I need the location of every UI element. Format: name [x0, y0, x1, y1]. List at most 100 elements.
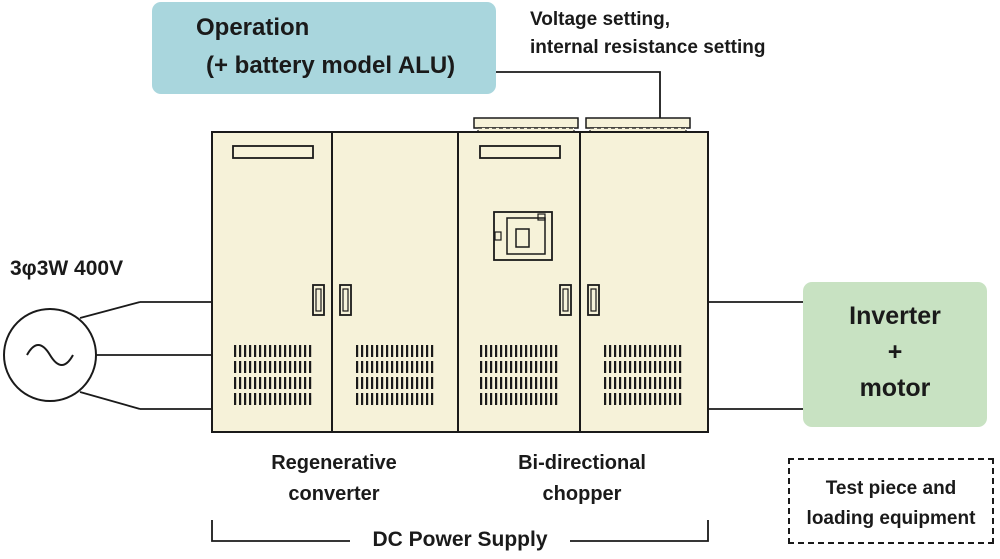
vent-slot	[309, 393, 312, 405]
vent-slot	[299, 345, 302, 357]
ac-wire-bot	[79, 391, 141, 410]
vent-slot	[371, 361, 374, 373]
vent-slot	[520, 345, 523, 357]
vent-slot	[396, 377, 399, 389]
vent-slot	[480, 361, 483, 373]
ac-wire-top	[79, 301, 141, 319]
vent-slot	[361, 345, 364, 357]
vent-slot	[361, 393, 364, 405]
vent-slot	[406, 377, 409, 389]
vent-slot	[545, 377, 548, 389]
vent-slot	[366, 393, 369, 405]
vent-slot	[624, 393, 627, 405]
cabinet-regenerative-converter	[211, 131, 459, 433]
vent-slot	[426, 393, 429, 405]
vent-slot	[664, 345, 667, 357]
vent-slot	[289, 377, 292, 389]
vent-slot	[540, 393, 543, 405]
vent-slot	[674, 345, 677, 357]
vent-slot	[555, 345, 558, 357]
vent-slot	[624, 345, 627, 357]
vent-slot	[371, 393, 374, 405]
vent-slot	[269, 377, 272, 389]
vent-slot	[274, 361, 277, 373]
vent-slot	[555, 361, 558, 373]
vent-slot	[609, 361, 612, 373]
vent-slot	[396, 361, 399, 373]
vent-slot	[649, 361, 652, 373]
vent-slot	[376, 393, 379, 405]
vent-slot	[649, 393, 652, 405]
vent-slot	[371, 377, 374, 389]
vent-slot	[490, 361, 493, 373]
vent-slot	[659, 393, 662, 405]
vent-slot	[376, 361, 379, 373]
vent-slot	[416, 361, 419, 373]
dc-power-supply-label: DC Power Supply	[350, 528, 570, 552]
vent-slot	[659, 345, 662, 357]
vent-slot	[644, 361, 647, 373]
vent-slot	[361, 377, 364, 389]
vent-slot	[644, 345, 647, 357]
vent-slot	[249, 377, 252, 389]
regen-converter-label: Regenerative converter	[234, 448, 434, 510]
test-piece-box	[788, 458, 994, 544]
top-panel-left	[473, 117, 579, 134]
vent-slot	[366, 361, 369, 373]
vent-slot	[239, 377, 242, 389]
vent-slot	[535, 361, 538, 373]
vent-slot	[654, 345, 657, 357]
vent-slot	[259, 345, 262, 357]
vent-slot	[406, 393, 409, 405]
vent-slot	[396, 393, 399, 405]
vent-slot	[299, 377, 302, 389]
vent-slot	[289, 393, 292, 405]
vent-slot	[431, 393, 434, 405]
vent-slot	[411, 345, 414, 357]
inverter-motor-label: Inverter + motor	[803, 298, 987, 406]
vent-slot	[391, 377, 394, 389]
vent-slot	[535, 377, 538, 389]
vent-slot	[259, 377, 262, 389]
vent-slot	[624, 361, 627, 373]
vent-slot	[361, 361, 364, 373]
vent-slot	[309, 345, 312, 357]
vent-slot	[401, 393, 404, 405]
vent-slot	[639, 345, 642, 357]
vent-slot	[244, 393, 247, 405]
vent-slot	[269, 393, 272, 405]
vent-slot	[540, 377, 543, 389]
vent-slot	[239, 361, 242, 373]
vent-slot	[376, 377, 379, 389]
vent-slot	[614, 361, 617, 373]
vent-slot	[510, 393, 513, 405]
vent-slot	[249, 345, 252, 357]
vent-slot	[244, 377, 247, 389]
vent-slot	[480, 393, 483, 405]
vent-slot	[505, 361, 508, 373]
vent-slot	[659, 377, 662, 389]
vent-slot	[431, 345, 434, 357]
inverter-line-3: motor	[859, 374, 931, 402]
regen-line-2: converter	[288, 483, 380, 505]
door-handle	[587, 284, 600, 316]
vent-slot	[555, 377, 558, 389]
vent-slot	[381, 345, 384, 357]
vent-slot	[244, 345, 247, 357]
vent-slot	[406, 345, 409, 357]
vent-slot	[485, 345, 488, 357]
vent-slot	[309, 361, 312, 373]
vent-slot	[530, 393, 533, 405]
vent-slot	[664, 361, 667, 373]
vent-slot	[545, 345, 548, 357]
vent-slot	[530, 345, 533, 357]
vent-slot	[386, 393, 389, 405]
operation-box	[152, 2, 496, 94]
vent-slot	[649, 377, 652, 389]
settings-line-2: internal resistance setting	[530, 37, 766, 58]
vent-slot	[426, 377, 429, 389]
vent-slot	[649, 345, 652, 357]
vent-slot	[269, 361, 272, 373]
vent-slot	[431, 377, 434, 389]
vent-slot	[264, 361, 267, 373]
